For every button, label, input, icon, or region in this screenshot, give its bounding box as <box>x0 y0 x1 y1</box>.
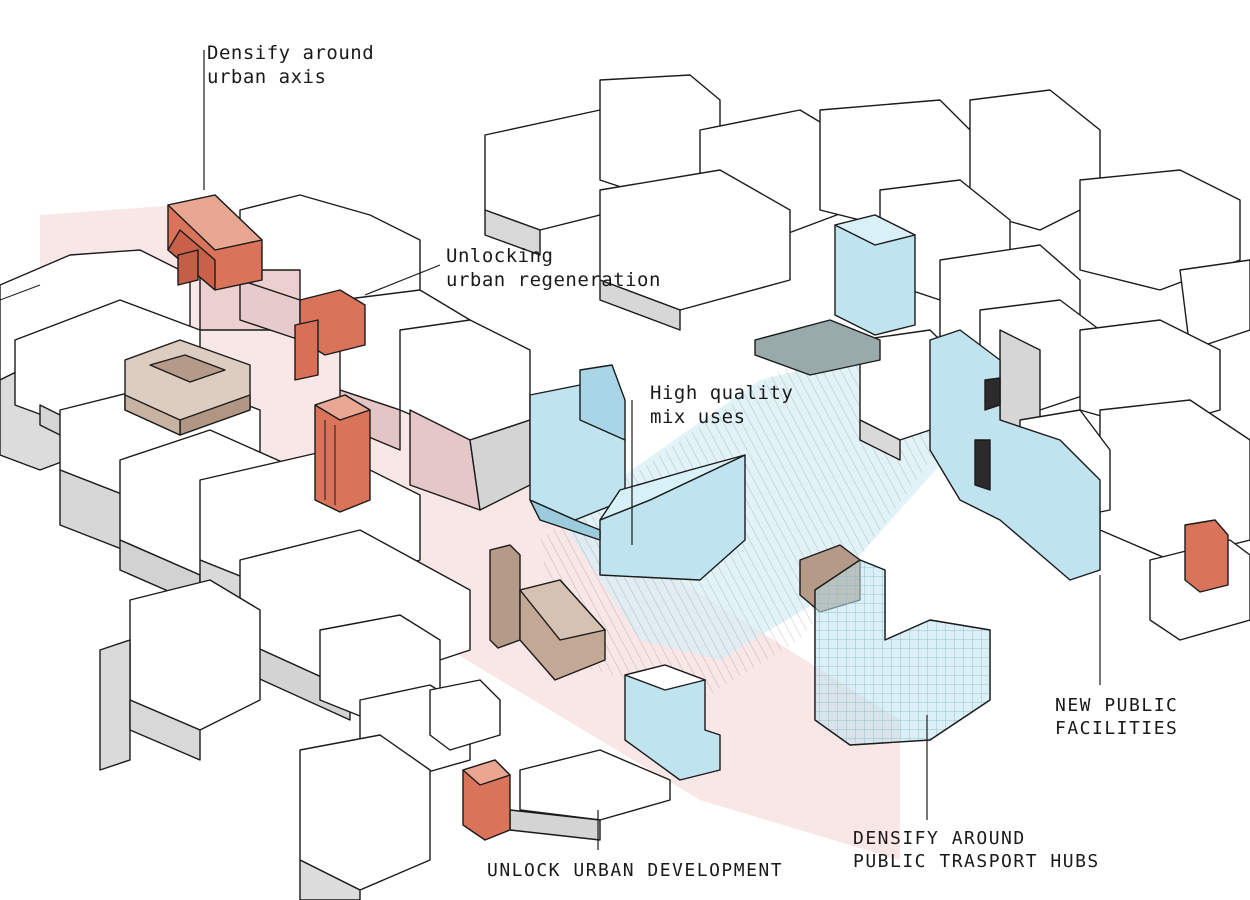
annotation-mix-uses-line1: High quality <box>650 382 794 404</box>
annotation-mix-uses-line2: mix uses <box>650 405 746 428</box>
plaza-hatching <box>540 330 960 700</box>
annotation-densify-axis-line2: urban axis <box>207 65 327 88</box>
annotation-mix-uses: High quality mix uses <box>650 382 793 430</box>
annotation-public-facilities-line1: NEW PUBLIC <box>1055 695 1179 716</box>
annotation-regeneration-line1: Unlocking <box>446 245 554 267</box>
annotation-public-facilities: NEW PUBLIC FACILITIES <box>1055 695 1178 740</box>
new-buildings-blue <box>529 214 1101 781</box>
annotation-densify-axis: Densify around urban axis <box>207 42 374 90</box>
annotation-transport-hubs-line1: DENSIFY AROUND <box>853 828 1026 849</box>
annotation-densify-axis-line1: Densify around <box>207 42 375 64</box>
annotation-urban-development: UNLOCK URBAN DEVELOPMENT <box>487 860 783 883</box>
annotation-transport-hubs: DENSIFY AROUND PUBLIC TRASPORT HUBS <box>853 828 1100 873</box>
heritage-church <box>489 544 861 681</box>
annotation-urban-development-line1: UNLOCK URBAN DEVELOPMENT <box>487 860 784 881</box>
annotation-regeneration: Unlocking urban regeneration <box>446 245 661 293</box>
annotation-public-facilities-line2: FACILITIES <box>1055 717 1179 739</box>
new-buildings-axis <box>167 194 1229 841</box>
existing-buildings-north <box>484 74 1250 641</box>
heritage-courtyard <box>124 339 251 436</box>
annotation-regeneration-line2: urban regeneration <box>446 268 661 291</box>
leader-lines <box>0 50 1101 850</box>
annotation-transport-hubs-line2: PUBLIC TRASPORT HUBS <box>853 850 1100 872</box>
